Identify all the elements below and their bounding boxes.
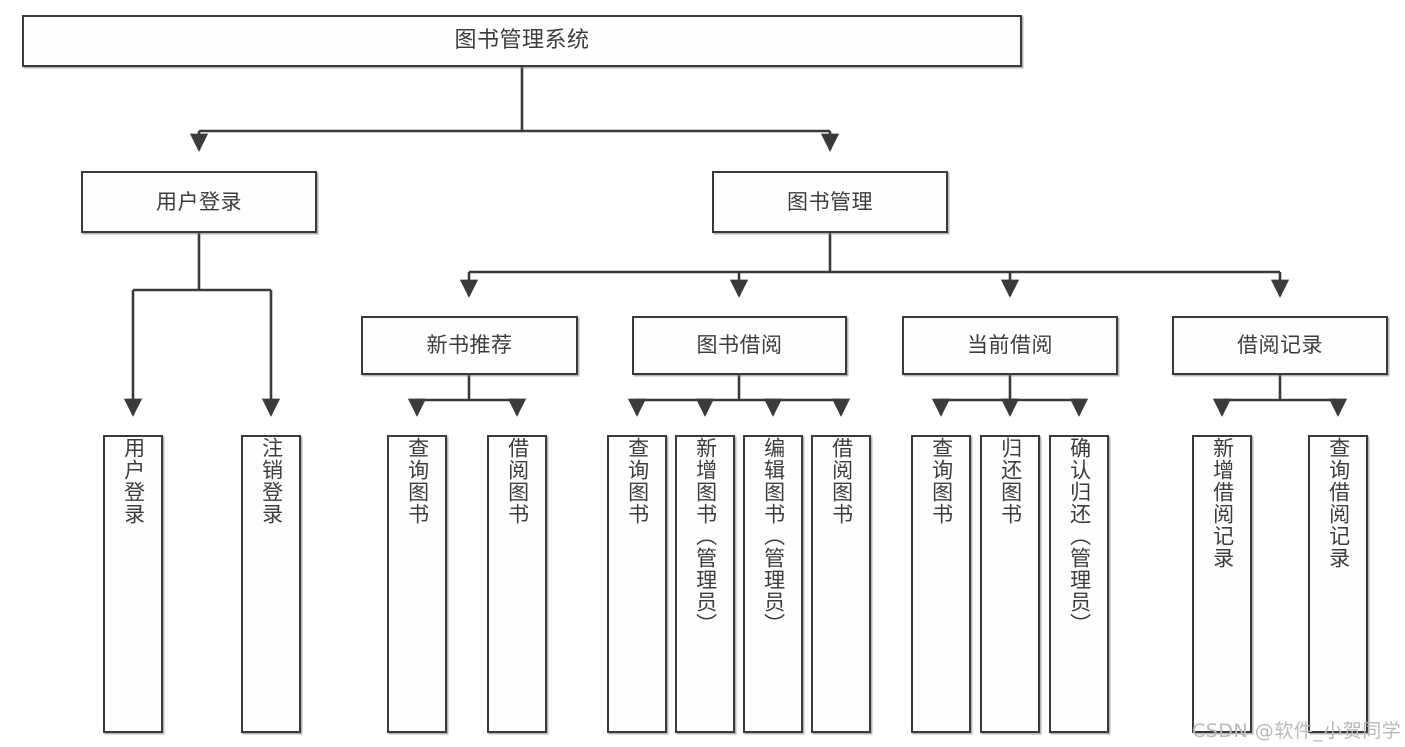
node-label: 归还图书 [998, 437, 1023, 525]
leaf-borrow-borrow-book[interactable]: 借阅图书 [811, 435, 871, 733]
leaf-record-query-record[interactable]: 查询借阅记录 [1308, 435, 1368, 733]
leaf-user-login-login[interactable]: 用户登录 [103, 435, 163, 733]
node-new-book-recommend[interactable]: 新书推荐 [361, 316, 578, 375]
node-label: 用户登录 [121, 437, 146, 525]
leaf-borrow-add-book-admin[interactable]: 新增图书（管理员） [675, 435, 735, 733]
node-label: 当前借阅 [967, 333, 1053, 358]
leaf-current-confirm-return-admin[interactable]: 确认归还（管理员） [1049, 435, 1109, 733]
node-label: 图书借阅 [696, 333, 783, 358]
node-label: 查询图书 [929, 437, 954, 525]
node-label: 借阅图书 [505, 437, 530, 525]
leaf-new-book-query-book[interactable]: 查询图书 [387, 435, 447, 733]
node-label: 注销登录 [259, 437, 284, 525]
node-label: 新书推荐 [426, 333, 513, 358]
node-label: 查询图书 [625, 437, 650, 525]
watermark-csdn: CSDN @软件_小贺同学 [1192, 720, 1402, 742]
leaf-new-book-borrow-book[interactable]: 借阅图书 [487, 435, 547, 733]
node-current-borrow[interactable]: 当前借阅 [902, 316, 1118, 375]
node-label: 确认归还（管理员） [1067, 437, 1092, 635]
leaf-current-query-book[interactable]: 查询图书 [911, 435, 971, 733]
leaf-borrow-edit-book-admin[interactable]: 编辑图书（管理员） [743, 435, 803, 733]
node-label: 图书管理系统 [454, 28, 590, 54]
node-book-borrow[interactable]: 图书借阅 [632, 316, 847, 375]
leaf-current-return-book[interactable]: 归还图书 [980, 435, 1040, 733]
node-label: 查询图书 [405, 437, 430, 525]
node-book-management[interactable]: 图书管理 [712, 171, 948, 233]
node-label: 用户登录 [156, 189, 242, 214]
node-label: 新增图书（管理员） [693, 437, 718, 635]
node-label: 新增借阅记录 [1210, 437, 1235, 569]
leaf-record-add-record[interactable]: 新增借阅记录 [1192, 435, 1252, 733]
leaf-user-login-logout[interactable]: 注销登录 [241, 435, 301, 733]
node-label: 借阅图书 [829, 437, 854, 525]
node-borrow-record[interactable]: 借阅记录 [1172, 316, 1388, 375]
node-label: 借阅记录 [1237, 333, 1323, 358]
node-label: 编辑图书（管理员） [761, 437, 786, 635]
node-root-book-management-system[interactable]: 图书管理系统 [22, 15, 1022, 67]
node-user-login[interactable]: 用户登录 [81, 171, 317, 233]
leaf-borrow-query-book[interactable]: 查询图书 [607, 435, 667, 733]
node-label: 图书管理 [787, 189, 873, 214]
node-label: 查询借阅记录 [1326, 437, 1351, 569]
